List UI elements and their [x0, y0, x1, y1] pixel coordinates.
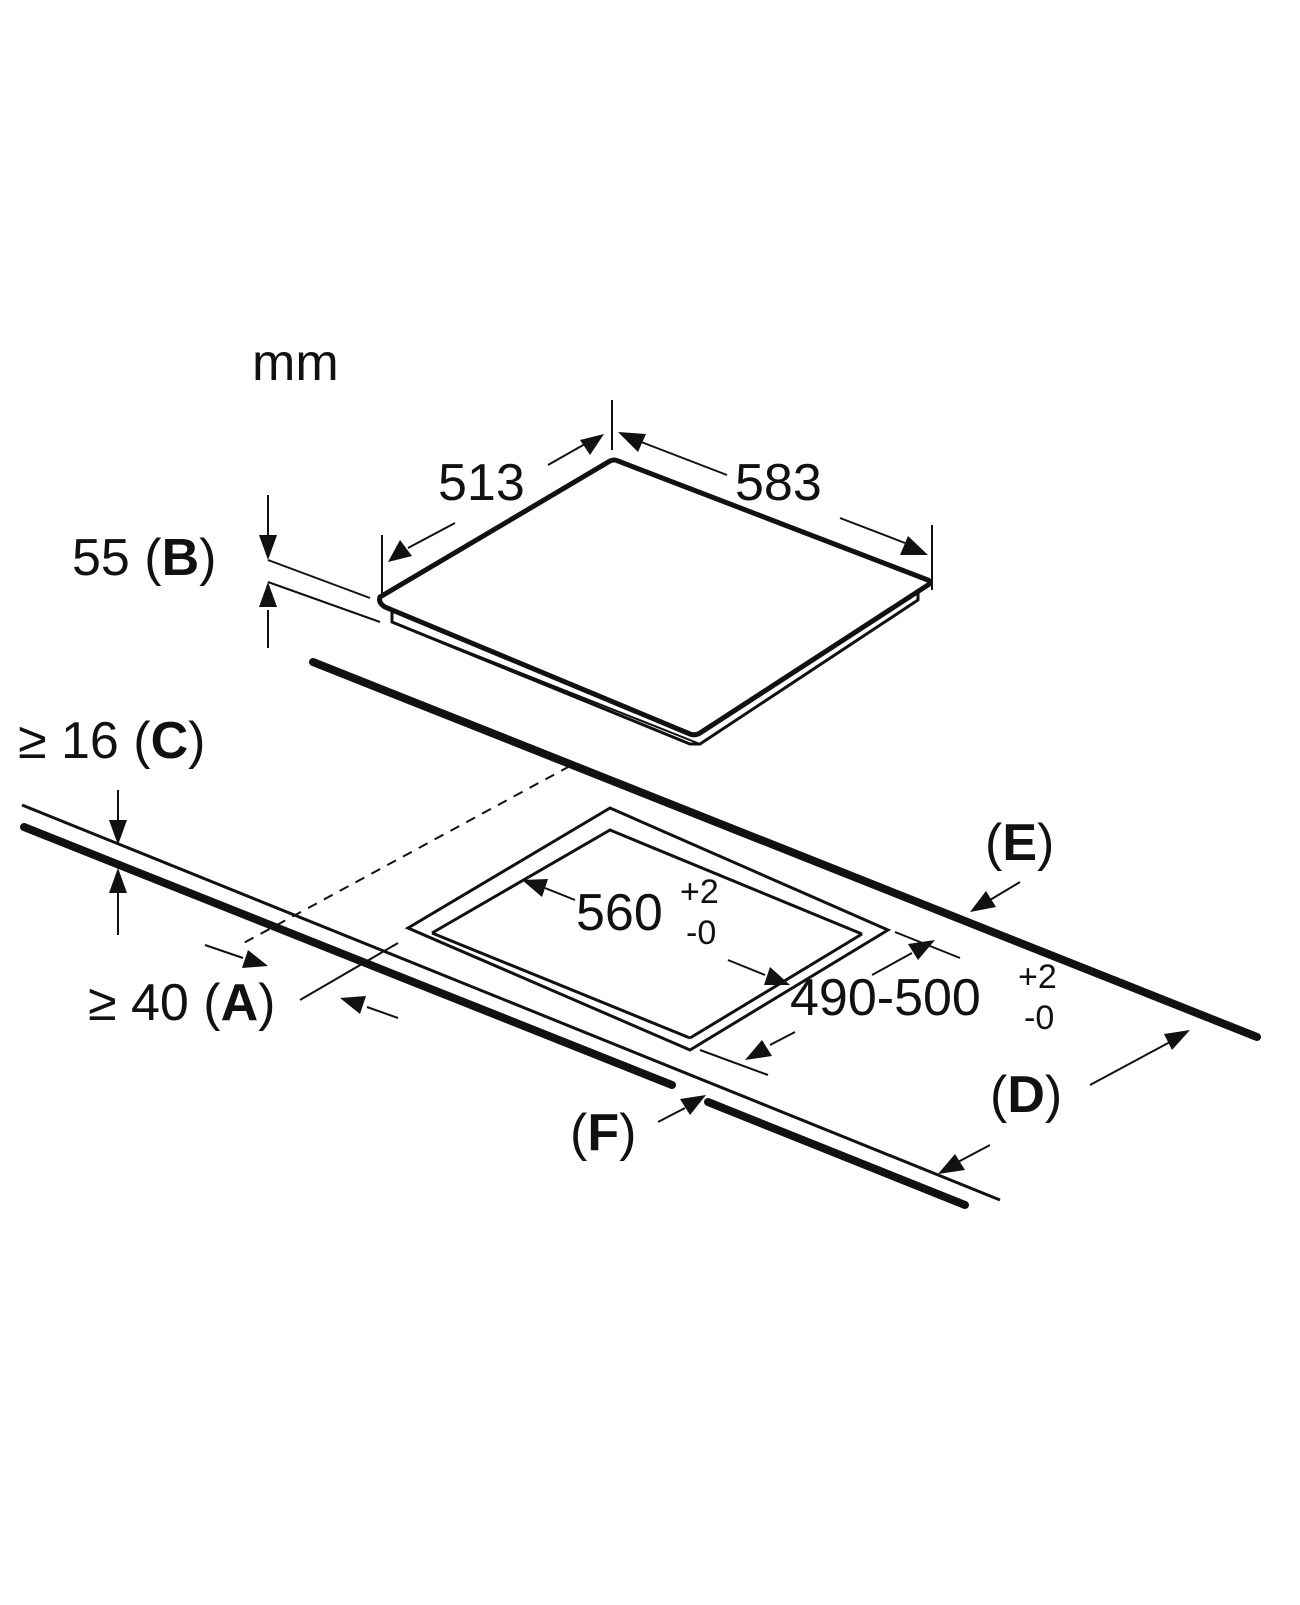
- edge-f-label: (F): [570, 1104, 636, 1162]
- worktop-thickness-label: ≥ 16 (C): [18, 712, 205, 770]
- worktop-front-edge: [20, 803, 1001, 1209]
- dim-cutout-560: [522, 879, 790, 985]
- worktop-cutout: [404, 806, 892, 1052]
- hob-depth-label: 513: [438, 454, 525, 512]
- cutout-depth-label: 490-500 +2 -0: [790, 958, 1057, 1037]
- dim-depth-513: [381, 434, 604, 595]
- front-clearance-label: ≥ 40 (A): [88, 974, 275, 1032]
- hob-width-label: 583: [735, 454, 822, 512]
- svg-text:490-500: 490-500: [790, 969, 981, 1027]
- dim-edge-f: [657, 1095, 706, 1123]
- hob-position-guide: [239, 765, 571, 946]
- hob-height-label: 55 (B): [72, 529, 217, 587]
- dim-clearance-40: [204, 942, 399, 1019]
- dim-thickness-16: [109, 790, 127, 935]
- svg-text:-0: -0: [686, 914, 716, 952]
- worktop-back-edge: [309, 658, 1261, 1041]
- dim-depth-d: [938, 1030, 1190, 1174]
- dim-cutout-490-500: [699, 931, 961, 1076]
- cutout-width-label: 560 +2 -0: [576, 873, 719, 952]
- depth-d-label: (D): [990, 1066, 1062, 1124]
- hob-drawing: [377, 457, 933, 746]
- svg-text:+2: +2: [680, 873, 719, 911]
- back-edge-label: (E): [985, 814, 1054, 872]
- svg-text:560: 560: [576, 884, 663, 942]
- dim-width-583: [611, 400, 933, 590]
- svg-text:-0: -0: [1024, 999, 1054, 1037]
- svg-text:+2: +2: [1018, 958, 1057, 996]
- unit-label: mm: [252, 334, 339, 392]
- dim-height-55: [259, 495, 381, 648]
- dim-back-e: [970, 881, 1021, 912]
